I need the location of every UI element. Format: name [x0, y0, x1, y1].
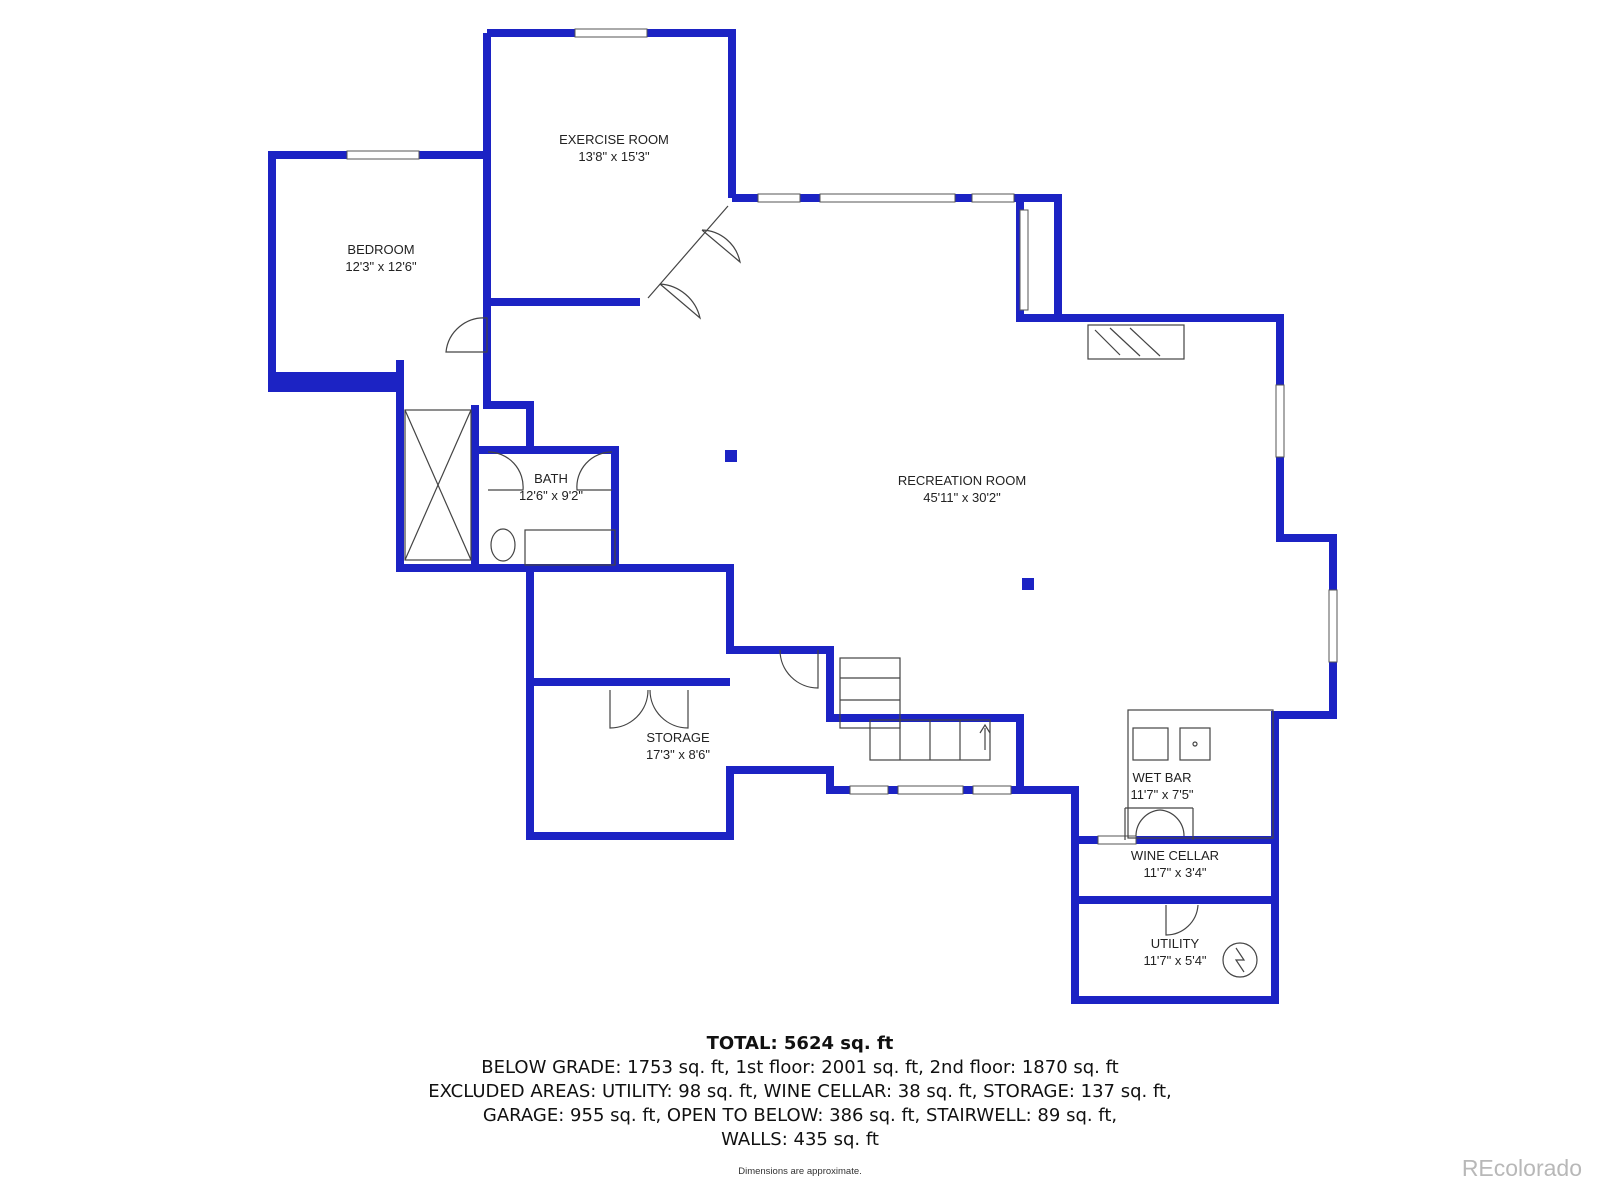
floor-plan: EXERCISE ROOM 13'8" x 15'3" BEDROOM 12'3…	[268, 28, 1338, 1004]
fixtures	[404, 205, 1274, 978]
room-dims-exercise: 13'8" x 15'3"	[578, 149, 650, 164]
pillars	[725, 450, 1034, 590]
room-name-bedroom: BEDROOM	[347, 242, 414, 257]
room-name-wetbar: WET BAR	[1133, 770, 1192, 785]
room-name-recreation: RECREATION ROOM	[898, 473, 1026, 488]
summary-line-1: BELOW GRADE: 1753 sq. ft, 1st floor: 200…	[481, 1057, 1119, 1078]
room-name-bath: BATH	[534, 471, 568, 486]
room-dims-winecellar: 11'7" x 3'4"	[1143, 865, 1206, 880]
room-dims-utility: 11'7" x 5'4"	[1143, 953, 1206, 968]
summary-line-4: WALLS: 435 sq. ft	[721, 1129, 879, 1150]
summary-line-3: GARAGE: 955 sq. ft, OPEN TO BELOW: 386 s…	[482, 1105, 1118, 1126]
room-name-storage: STORAGE	[646, 730, 710, 745]
room-dims-storage: 17'3" x 8'6"	[646, 747, 710, 762]
disclaimer: Dimensions are approximate.	[738, 1166, 862, 1177]
area-summary: TOTAL: 5624 sq. ft BELOW GRADE: 1753 sq.…	[300, 1032, 1300, 1152]
room-name-winecellar: WINE CELLAR	[1131, 848, 1219, 863]
room-dims-recreation: 45'11" x 30'2"	[923, 490, 1001, 505]
summary-line-2: EXCLUDED AREAS: UTILITY: 98 sq. ft, WINE…	[428, 1081, 1172, 1102]
total-area: TOTAL: 5624 sq. ft	[706, 1033, 894, 1054]
room-name-utility: UTILITY	[1151, 936, 1200, 951]
room-dims-bedroom: 12'3" x 12'6"	[345, 259, 417, 274]
room-dims-bath: 12'6" x 9'2"	[519, 488, 583, 503]
brand-watermark: REcolorado	[1461, 1155, 1582, 1181]
room-labels: EXERCISE ROOM 13'8" x 15'3" BEDROOM 12'3…	[345, 132, 1219, 968]
windows	[346, 28, 1338, 845]
room-name-exercise: EXERCISE ROOM	[559, 132, 669, 147]
room-dims-wetbar: 11'7" x 7'5"	[1130, 787, 1193, 802]
